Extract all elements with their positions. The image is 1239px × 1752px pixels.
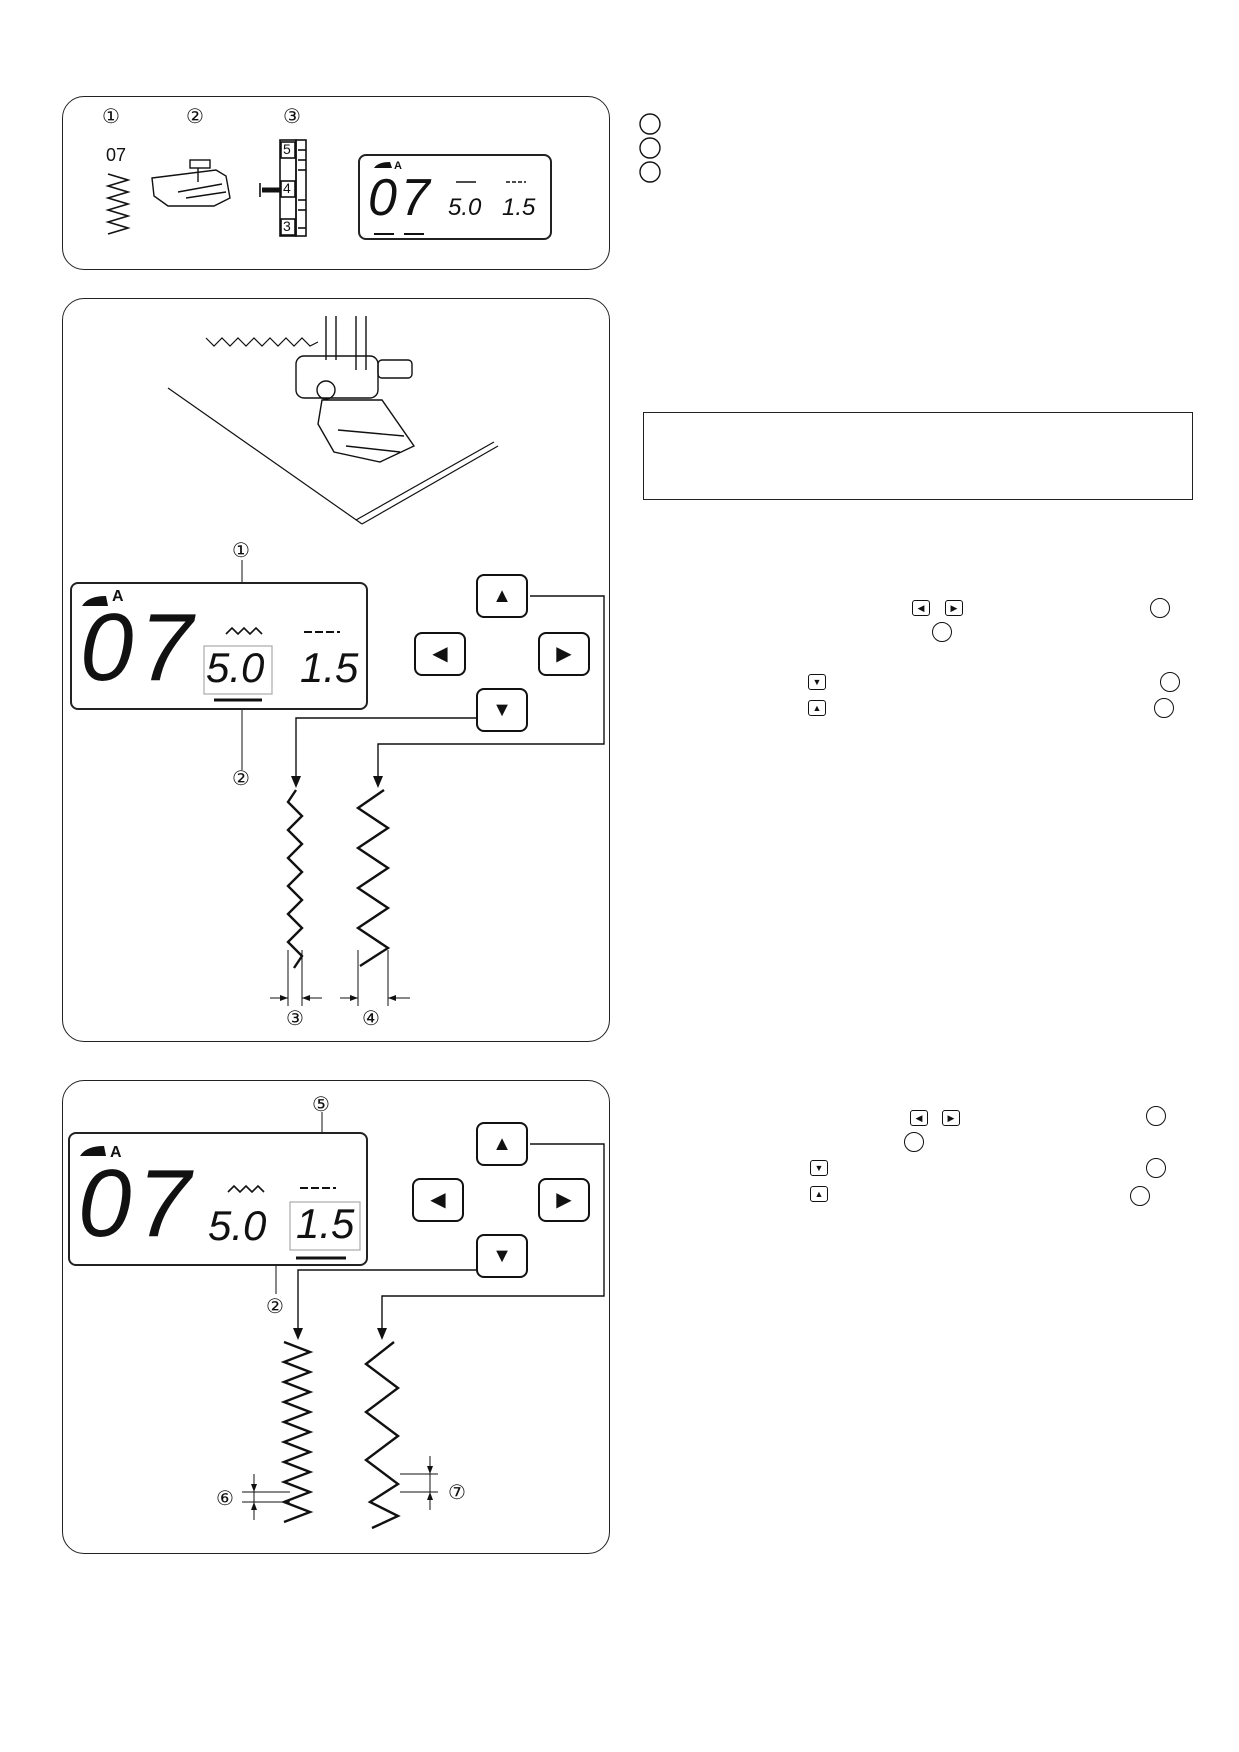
down-arrow-path-p3 bbox=[297, 1269, 476, 1332]
callout-p3-2: ② bbox=[266, 1294, 284, 1318]
lcd-pattern: 07 bbox=[368, 169, 434, 227]
dial-number-3: 3 bbox=[283, 218, 291, 234]
presser-foot-icon bbox=[151, 159, 231, 207]
lcd-pattern: 07 bbox=[78, 1150, 197, 1257]
lcd-width-value: 5.0 bbox=[208, 1202, 267, 1249]
fabric-illustration bbox=[167, 337, 499, 525]
lcd-length: 1.5 bbox=[502, 194, 536, 221]
callout-2: ② bbox=[186, 104, 204, 128]
down-arrow-path bbox=[295, 717, 476, 780]
callout-p2-4: ④ bbox=[362, 1006, 380, 1030]
lcd-length-value: 1.5 bbox=[300, 644, 359, 691]
inline-down-key: ▼ bbox=[808, 674, 826, 690]
callout-p2-2: ② bbox=[232, 766, 250, 790]
up-arrow-path bbox=[377, 595, 605, 780]
inline-right-key-2: ▶ bbox=[942, 1110, 960, 1126]
lcd-display-length: A 07 5.0 1.5 bbox=[68, 1132, 368, 1266]
wide-zigzag-sample bbox=[355, 789, 391, 968]
down-key-p3[interactable]: ▼ bbox=[476, 1234, 528, 1278]
inline-up-key-2: ▲ bbox=[810, 1186, 828, 1202]
zigzag-stitch-icon bbox=[105, 173, 131, 235]
lcd-width-value: 5.0 bbox=[206, 644, 265, 691]
callout-p2-1: ① bbox=[232, 538, 250, 562]
ref-circle-1 bbox=[639, 113, 661, 135]
left-key-p3[interactable]: ◀ bbox=[412, 1178, 464, 1222]
ref-circle-p3-d bbox=[1130, 1186, 1150, 1206]
lcd-width: 5.0 bbox=[448, 194, 482, 221]
inline-left-key-2: ◀ bbox=[910, 1110, 928, 1126]
callout-p3-7: ⑦ bbox=[448, 1480, 466, 1504]
ref-circle-p2-d bbox=[1154, 698, 1174, 718]
callout-p3-6: ⑥ bbox=[216, 1486, 234, 1510]
lcd-display-small: A 07 5.0 1.5 bbox=[358, 154, 552, 240]
presser-foot-sewing-icon bbox=[295, 316, 416, 463]
inline-right-key: ▶ bbox=[945, 600, 963, 616]
ref-circle-p2-a bbox=[1150, 598, 1170, 618]
ref-circle-p2-c bbox=[1160, 672, 1180, 692]
lcd-pattern: 07 bbox=[80, 594, 199, 701]
dial-number-4: 4 bbox=[283, 180, 291, 196]
ref-circle-p2-b bbox=[932, 622, 952, 642]
sparse-zigzag-sample bbox=[364, 1341, 401, 1530]
callout-1: ① bbox=[102, 104, 120, 128]
right-key-p3[interactable]: ▶ bbox=[538, 1178, 590, 1222]
narrow-zigzag-sample bbox=[286, 789, 304, 969]
tension-dial-icon bbox=[259, 139, 307, 237]
right-key-p2[interactable]: ▶ bbox=[538, 632, 590, 676]
dense-zigzag-sample bbox=[280, 1340, 314, 1524]
callout-p3-5: ⑤ bbox=[312, 1092, 330, 1116]
ref-circle-p3-c bbox=[1146, 1158, 1166, 1178]
down-key-p2[interactable]: ▼ bbox=[476, 688, 528, 732]
up-key-p3[interactable]: ▲ bbox=[476, 1122, 528, 1166]
inline-up-key: ▲ bbox=[808, 700, 826, 716]
ref-circle-p3-b bbox=[904, 1132, 924, 1152]
pattern-number-label: 07 bbox=[106, 145, 127, 165]
note-box bbox=[643, 412, 1193, 500]
up-arrow-path-p3 bbox=[381, 1143, 605, 1332]
ref-circle-3 bbox=[639, 161, 661, 183]
callout-p2-3: ③ bbox=[286, 1006, 304, 1030]
lcd-mode: A bbox=[112, 588, 124, 605]
inline-left-key: ◀ bbox=[912, 600, 930, 616]
inline-down-key-2: ▼ bbox=[810, 1160, 828, 1176]
lcd-display-width: A 07 5.0 1.5 bbox=[70, 582, 368, 710]
ref-circle-p3-a bbox=[1146, 1106, 1166, 1126]
dial-number-5: 5 bbox=[283, 141, 291, 157]
lcd-mode: A bbox=[394, 160, 402, 172]
lcd-mode: A bbox=[110, 1144, 122, 1161]
up-key-p2[interactable]: ▲ bbox=[476, 574, 528, 618]
left-key-p2[interactable]: ◀ bbox=[414, 632, 466, 676]
ref-circle-2 bbox=[639, 137, 661, 159]
callout-3: ③ bbox=[283, 104, 301, 128]
lcd-length-value: 1.5 bbox=[296, 1200, 355, 1247]
